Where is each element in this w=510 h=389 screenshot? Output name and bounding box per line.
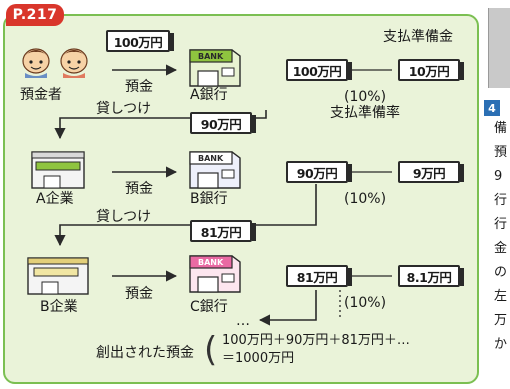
deposit-label: 預金	[125, 286, 153, 302]
side-char: 金	[494, 241, 508, 256]
money-card-loan-90: 90万円	[190, 112, 256, 134]
bank-c-label: C銀行	[190, 299, 228, 315]
formula-bracket: (	[204, 330, 218, 370]
bank-sign: BANK	[198, 258, 224, 267]
side-char: 備	[494, 121, 508, 136]
diagram-lines	[22, 48, 392, 326]
money-card-bank-b: 90万円	[286, 161, 352, 183]
loan-label-1: 貸しつけ	[96, 101, 152, 117]
bank-b-label: B銀行	[190, 191, 228, 207]
deposit-label: 預金	[125, 181, 153, 197]
company-a-label: A企業	[36, 191, 74, 207]
money-card-bank-a: 100万円	[286, 59, 352, 81]
depositor-label: 預金者	[20, 87, 62, 103]
money-card-reserve-a: 10万円	[398, 59, 464, 81]
loan-label-2: 貸しつけ	[96, 209, 152, 225]
side-number-badge: 4	[484, 100, 500, 116]
page-tag: P.217	[6, 4, 64, 26]
continuation-ellipsis: …	[236, 313, 250, 329]
bank-sign: BANK	[198, 52, 224, 61]
company-icon	[27, 257, 89, 295]
money-card-reserve-c: 8.1万円	[398, 265, 464, 287]
bank-icon	[189, 151, 241, 189]
deposit-label: 預金	[125, 79, 153, 95]
side-gray-box	[488, 8, 510, 88]
formula-line-2: ＝1000万円	[222, 351, 295, 366]
reserve-ratio-b: (10%)	[344, 191, 387, 207]
side-char: 行	[494, 217, 508, 232]
arrow-loan-to-company-a	[54, 110, 267, 140]
company-b-label: B企業	[40, 299, 78, 315]
reserve-ratio-label: 支払準備率	[330, 105, 400, 121]
money-card-reserve-b: 9万円	[398, 161, 464, 183]
money-card-loan-81: 81万円	[190, 220, 256, 242]
side-char: 9	[494, 169, 503, 184]
side-char: 行	[494, 193, 508, 208]
side-char: の	[494, 265, 508, 280]
reserve-ratio-c: (10%)	[344, 295, 387, 311]
money-card-bank-c: 81万円	[286, 265, 352, 287]
bank-icon	[189, 49, 241, 87]
money-card-deposit: 100万円	[106, 30, 174, 52]
formula-line-1: 100万円＋90万円＋81万円＋…	[222, 333, 410, 348]
bank-a-label: A銀行	[190, 87, 228, 103]
person-icon	[60, 48, 88, 78]
formula-label: 創出された預金	[96, 345, 194, 361]
top-right-label: 支払準備金	[383, 29, 453, 45]
person-icon	[22, 48, 50, 78]
arrow-loan-to-company-b	[54, 184, 317, 247]
side-char: 万	[494, 313, 508, 328]
reserve-ratio-a: (10%)	[344, 89, 387, 105]
side-char: か	[494, 337, 508, 352]
arrow-continuation	[258, 290, 317, 326]
bank-sign: BANK	[198, 154, 224, 163]
side-char: 左	[494, 289, 508, 304]
company-icon	[31, 151, 85, 189]
bank-icon	[189, 255, 241, 293]
side-char: 預	[494, 145, 508, 160]
